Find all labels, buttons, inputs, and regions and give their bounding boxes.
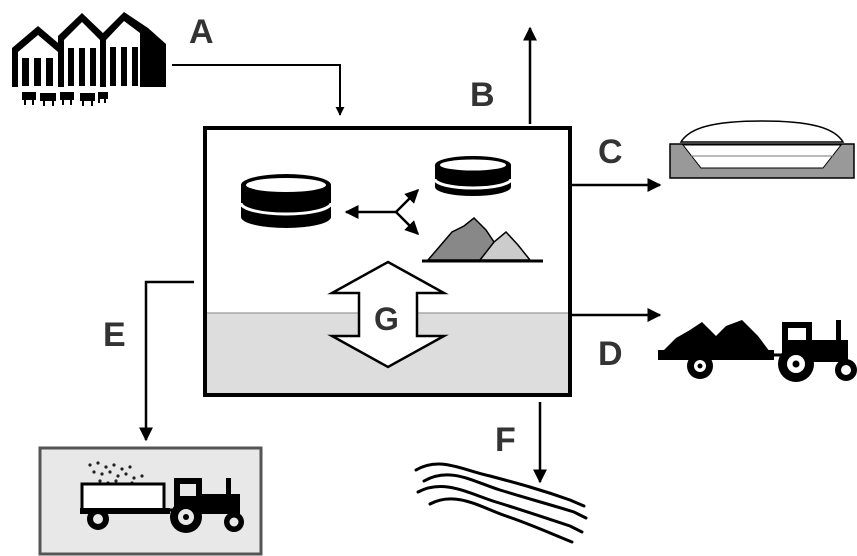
spreader-tractor-icon <box>80 461 244 533</box>
label-c: C <box>598 133 623 171</box>
label-d: D <box>598 335 623 373</box>
farm-barn-icon <box>12 12 166 87</box>
storage-tank-icon <box>433 156 513 196</box>
tri-arrow-icon <box>344 189 419 235</box>
arrow-a <box>172 64 345 116</box>
label-e: E <box>103 316 126 354</box>
storage-tank-icon <box>239 174 333 228</box>
label-a: A <box>189 13 214 51</box>
arrow-e <box>139 280 194 442</box>
solid-pile-icon <box>422 216 543 263</box>
double-arrow-icon <box>327 260 449 369</box>
stream-icon <box>414 462 588 544</box>
label-f: F <box>495 421 516 459</box>
manure-trailer-tractor-icon <box>658 320 857 382</box>
label-g: G <box>374 301 399 337</box>
cattle-icon <box>22 92 108 106</box>
covered-lagoon-icon <box>669 120 855 179</box>
label-b: B <box>470 76 495 114</box>
